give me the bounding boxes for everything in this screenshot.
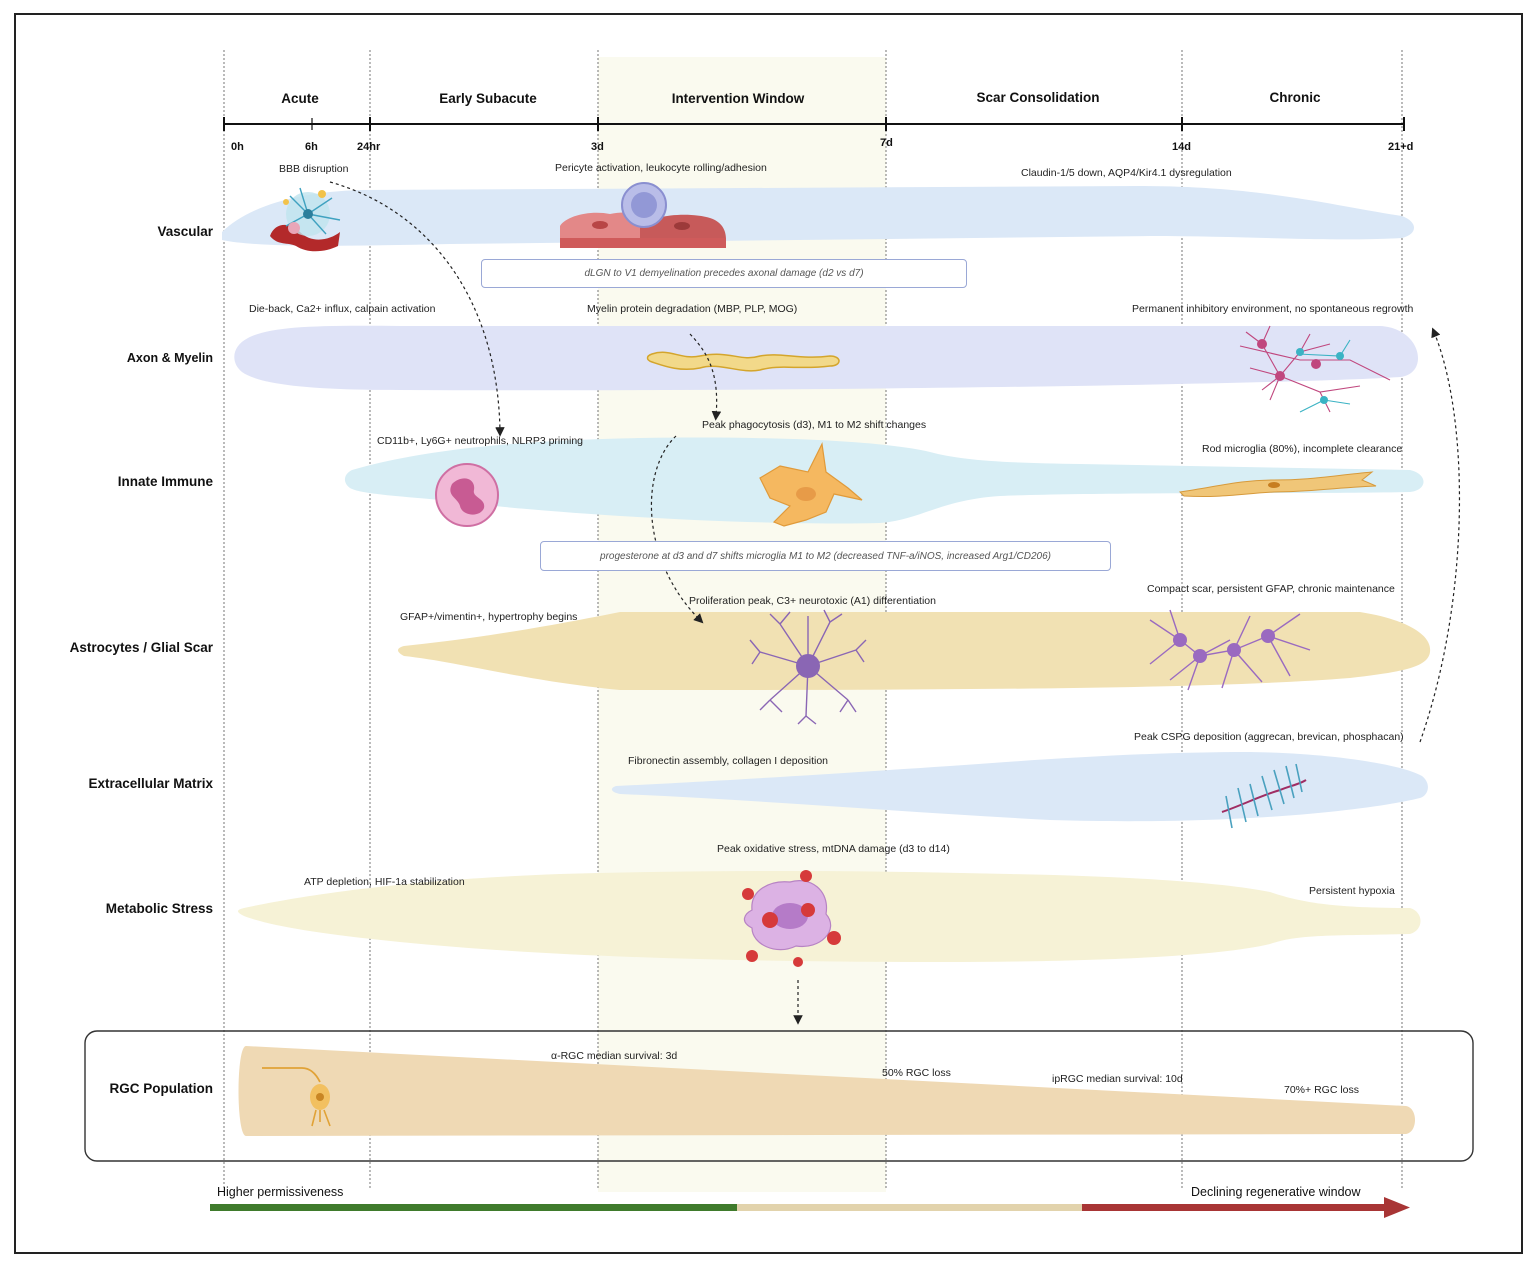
annotation-hypoxia: Persistent hypoxia [1309,885,1395,897]
pericyte-leukocyte-illustration [560,182,726,248]
annotation-alpha-rgc: α-RGC median survival: 3d [551,1050,678,1062]
annotation-seventy-loss: 70%+ RGC loss [1284,1084,1359,1096]
annotation-pericyte: Pericyte activation, leukocyte rolling/a… [555,162,767,174]
callout-dlgn: dLGN to V1 demyelination precedes axonal… [481,259,967,288]
annotation-claudin: Claudin-1/5 down, AQP4/Kir4.1 dysregulat… [1021,167,1232,179]
row-label-innate-immune: Innate Immune [117,474,213,489]
annotation-atp: ATP depletion, HIF-1a stabilization [304,876,465,888]
tick-24hr: 24hr [357,141,381,153]
annotation-permanent: Permanent inhibitory environment, no spo… [1132,303,1414,315]
tick-0h: 0h [231,141,244,153]
row-label-vascular: Vascular [157,224,213,239]
annotation-fibronectin: Fibronectin assembly, collagen I deposit… [628,755,828,767]
annotation-cd11b: CD11b+, Ly6G+ neutrophils, NLRP3 priming [377,435,584,447]
phase-early-subacute: Early Subacute [439,91,537,106]
myelin-degradation-illustration [646,351,840,372]
legend-higher-permissiveness: Higher permissiveness [217,1185,344,1199]
annotation-bbb: BBB disruption [279,163,349,175]
rgc-band [238,1046,1415,1136]
oxidative-stress-illustration [742,870,841,967]
tick-21d: 21+d [1388,141,1414,153]
row-label-ecm: Extracellular Matrix [88,776,213,791]
phase-scar-consolidation: Scar Consolidation [976,90,1100,105]
tick-14d: 14d [1172,141,1191,153]
annotation-gfap: GFAP+/vimentin+, hypertrophy begins [400,611,578,623]
legend-declining-window: Declining regenerative window [1191,1185,1361,1199]
callout-progesterone: progesterone at d3 and d7 shifts microgl… [540,541,1111,571]
row-label-metabolic: Metabolic Stress [105,901,213,916]
annotation-oxidative: Peak oxidative stress, mtDNA damage (d3 … [717,843,950,855]
neutrophil-illustration [435,463,499,527]
annotation-iprgc: ipRGC median survival: 10d [1052,1073,1183,1085]
phase-acute: Acute [281,91,319,106]
row-label-astrocytes: Astrocytes / Glial Scar [69,640,213,655]
permissiveness-bar [210,1197,1410,1218]
tick-3d: 3d [591,141,604,153]
phase-chronic: Chronic [1269,90,1321,105]
ecm-band [611,752,1428,822]
row-label-axon-myelin: Axon & Myelin [126,351,213,365]
bbb-disruption-illustration [270,187,341,252]
immune-band [344,437,1424,524]
annotation-myelin: Myelin protein degradation (MBP, PLP, MO… [587,303,798,315]
annotation-cspg: Peak CSPG deposition (aggrecan, brevican… [1134,731,1404,743]
phase-intervention-window: Intervention Window [671,91,805,106]
rgc-box [84,1030,1474,1162]
annotation-proliferation: Proliferation peak, C3+ neurotoxic (A1) … [689,595,936,607]
metab-band [238,871,1421,962]
annotation-peak-phagocytosis: Peak phagocytosis (d3), M1 to M2 shift c… [702,419,927,431]
vascular-band [222,186,1414,246]
permanent-inhibitory-illustration [1239,325,1391,413]
annotation-rod-microglia: Rod microglia (80%), incomplete clearanc… [1202,443,1403,455]
connection-arrows [329,181,1461,1025]
reactive-astrocyte-illustration [749,609,867,725]
astro-band [398,612,1431,690]
rgc-neuron-illustration [262,1067,331,1127]
annotation-compact-scar: Compact scar, persistent GFAP, chronic m… [1147,583,1395,595]
rod-microglia-illustration [1178,471,1377,498]
figure-frame [14,13,1523,1254]
microglia-illustration [759,442,863,527]
cspg-illustration [1221,763,1307,829]
tick-7d: 7d [880,137,893,149]
row-label-rgc: RGC Population [109,1081,214,1096]
tick-6h: 6h [305,141,318,153]
glial-scar-illustration [1149,609,1311,691]
timeline-axis [223,117,1405,131]
annotation-dieback: Die-back, Ca2+ influx, calpain activatio… [249,303,436,315]
annotation-fifty-loss: 50% RGC loss [882,1067,951,1079]
